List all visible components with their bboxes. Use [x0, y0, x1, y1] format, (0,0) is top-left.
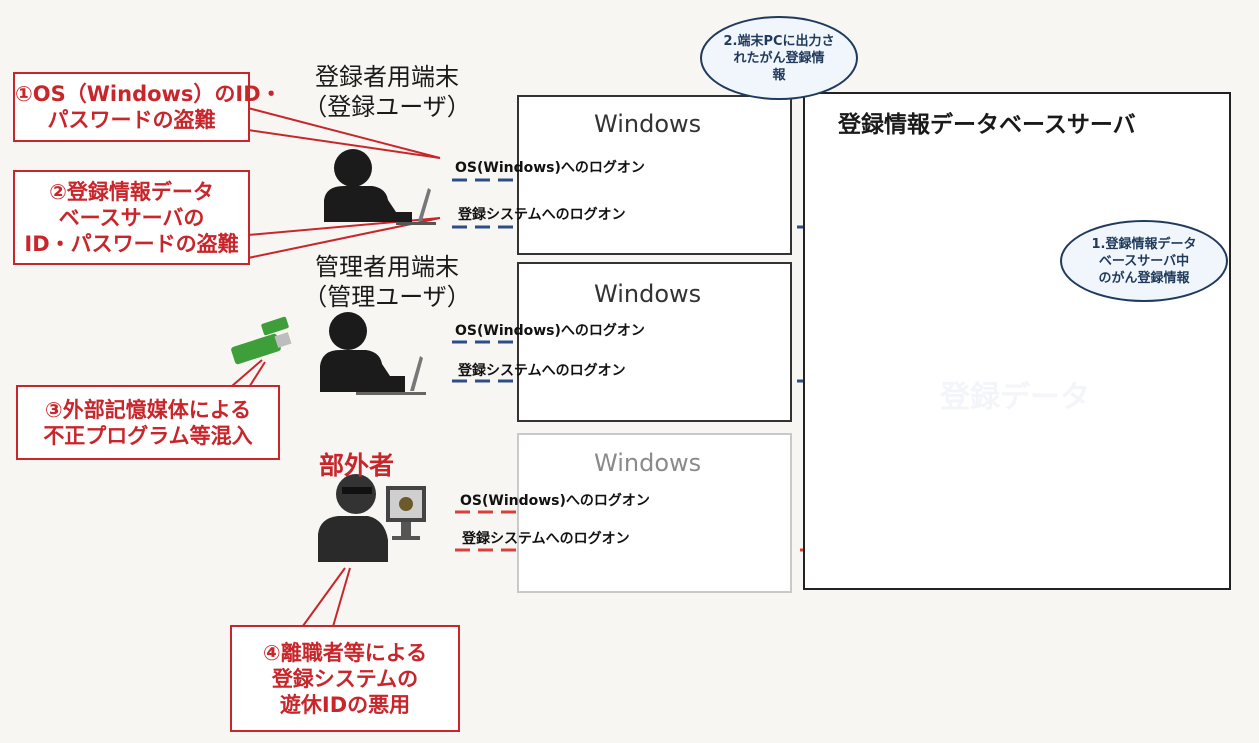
threat-callout-1: ①OS（Windows）のID・ パスワードの盗難: [13, 72, 282, 142]
outsider-heading: 部外者: [319, 451, 395, 480]
connector-t4: [299, 567, 346, 631]
threat-2-line-3: ID・パスワードの盗難: [24, 231, 239, 256]
admin-person-icon: [320, 312, 426, 395]
server-data-bubble: 1.登録情報データ ベースサーバ中 のがん登録情報: [1060, 220, 1228, 302]
threat-2-line-2: ベースサーバの: [58, 205, 205, 230]
registrant-windows-label: Windows: [594, 110, 702, 138]
outsider-person-icon: [318, 474, 426, 562]
threat-1-line-1: ①OS（Windows）のID・: [15, 82, 282, 106]
admin-terminal-box: [517, 262, 792, 422]
database-server-title: 登録情報データベースサーバ: [838, 112, 1136, 138]
threat-4-line-2: 登録システムの: [271, 666, 419, 691]
database-label: 登録データ: [940, 380, 1090, 415]
outsider-sys-logon-label: 登録システムへのログオン: [462, 531, 630, 547]
threat-callout-2: ②登録情報データ ベースサーバの ID・パスワードの盗難: [13, 170, 250, 265]
registrant-heading: 登録者用端末 （登録ユーザ）: [303, 63, 471, 121]
admin-windows-label: Windows: [594, 280, 702, 308]
admin-heading: 管理者用端末 （管理ユーザ）: [303, 253, 471, 311]
threat-3-line-2: 不正プログラム等混入: [43, 423, 253, 448]
outsider-terminal-box: [517, 433, 792, 593]
registrant-terminal-box: [517, 95, 792, 255]
threat-4-line-3: 遊休IDの悪用: [279, 692, 411, 717]
threat-1-line-2: パスワードの盗難: [47, 108, 216, 132]
connector-t1: [247, 107, 441, 159]
threat-4-line-1: ④離職者等による: [262, 640, 428, 665]
connector-t1-b: [247, 129, 441, 159]
outsider-windows-label: Windows: [594, 449, 702, 477]
threat-2-line-1: ②登録情報データ: [49, 179, 214, 204]
usb-drive-icon: [231, 316, 292, 365]
threat-callout-4: ④離職者等による 登録システムの 遊休IDの悪用: [230, 625, 460, 732]
threat-callout-3: ③外部記憶媒体による 不正プログラム等混入: [16, 385, 280, 460]
connector-t3: [231, 359, 263, 387]
registrant-os-logon-label: OS(Windows)へのログオン: [455, 160, 645, 176]
admin-os-logon-label: OS(Windows)へのログオン: [455, 323, 645, 339]
registrant-person-icon: [324, 149, 436, 225]
outsider-os-logon-label: OS(Windows)へのログオン: [460, 493, 650, 509]
registrant-sys-logon-label: 登録システムへのログオン: [458, 207, 626, 223]
admin-sys-logon-label: 登録システムへのログオン: [458, 363, 626, 379]
database-server-box: [803, 92, 1231, 590]
threat-3-line-1: ③外部記憶媒体による: [44, 397, 252, 422]
connector-t4-b: [331, 567, 351, 631]
terminal-output-bubble: 2.端末PCに出力さ れたがん登録情 報: [700, 16, 858, 100]
